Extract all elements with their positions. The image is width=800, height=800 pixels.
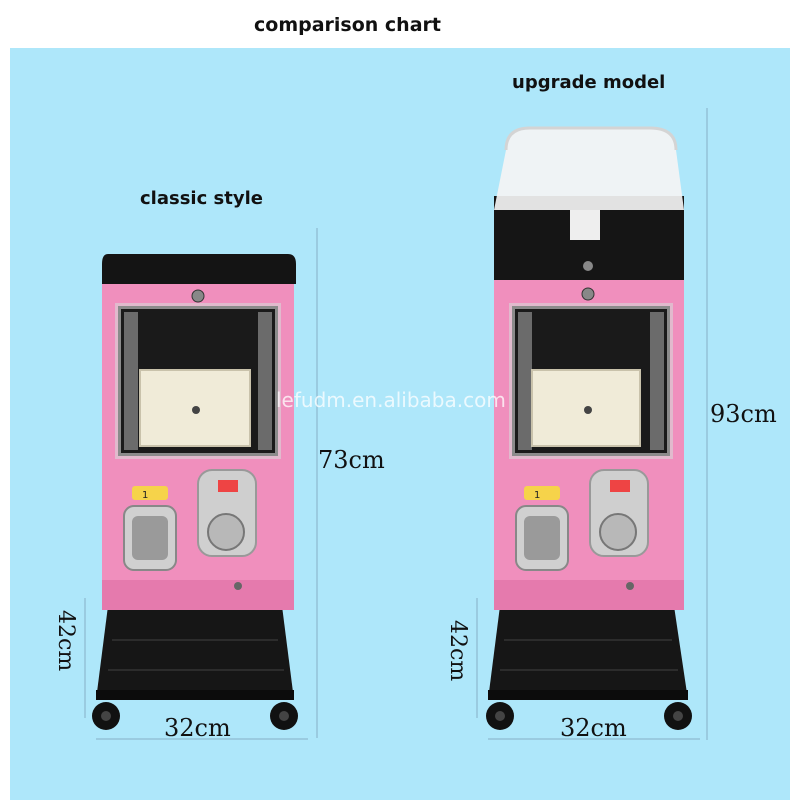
svg-text:1: 1 — [142, 490, 148, 501]
lock-icon — [191, 289, 205, 303]
lock-icon — [583, 261, 593, 271]
upgrade-width-label: 32cm — [560, 714, 627, 742]
upgrade-width-guide — [488, 738, 700, 740]
watermark: lefudm.en.alibaba.com — [276, 388, 506, 412]
classic-base-height-label: 42cm — [53, 610, 78, 672]
page-title: comparison chart — [254, 14, 441, 36]
classic-machine: 1 — [92, 254, 298, 730]
upgrade-base-height-label: 42cm — [445, 620, 470, 682]
svg-text:1: 1 — [534, 490, 540, 501]
lock-icon — [581, 287, 595, 301]
upgrade-machine: 1 — [486, 126, 692, 730]
classic-width-label: 32cm — [164, 714, 231, 742]
coin-dial-icon — [599, 513, 637, 551]
classic-base-guide — [84, 598, 86, 718]
upgrade-height-label: 93cm — [710, 400, 777, 428]
classic-height-guide — [316, 228, 318, 738]
upgrade-base-guide — [476, 598, 478, 718]
coin-dial-icon — [207, 513, 245, 551]
classic-width-guide — [96, 738, 308, 740]
upgrade-model-label: upgrade model — [512, 72, 666, 93]
upgrade-height-guide — [706, 108, 708, 740]
classic-height-label: 73cm — [318, 446, 385, 474]
classic-style-label: classic style — [140, 188, 263, 209]
